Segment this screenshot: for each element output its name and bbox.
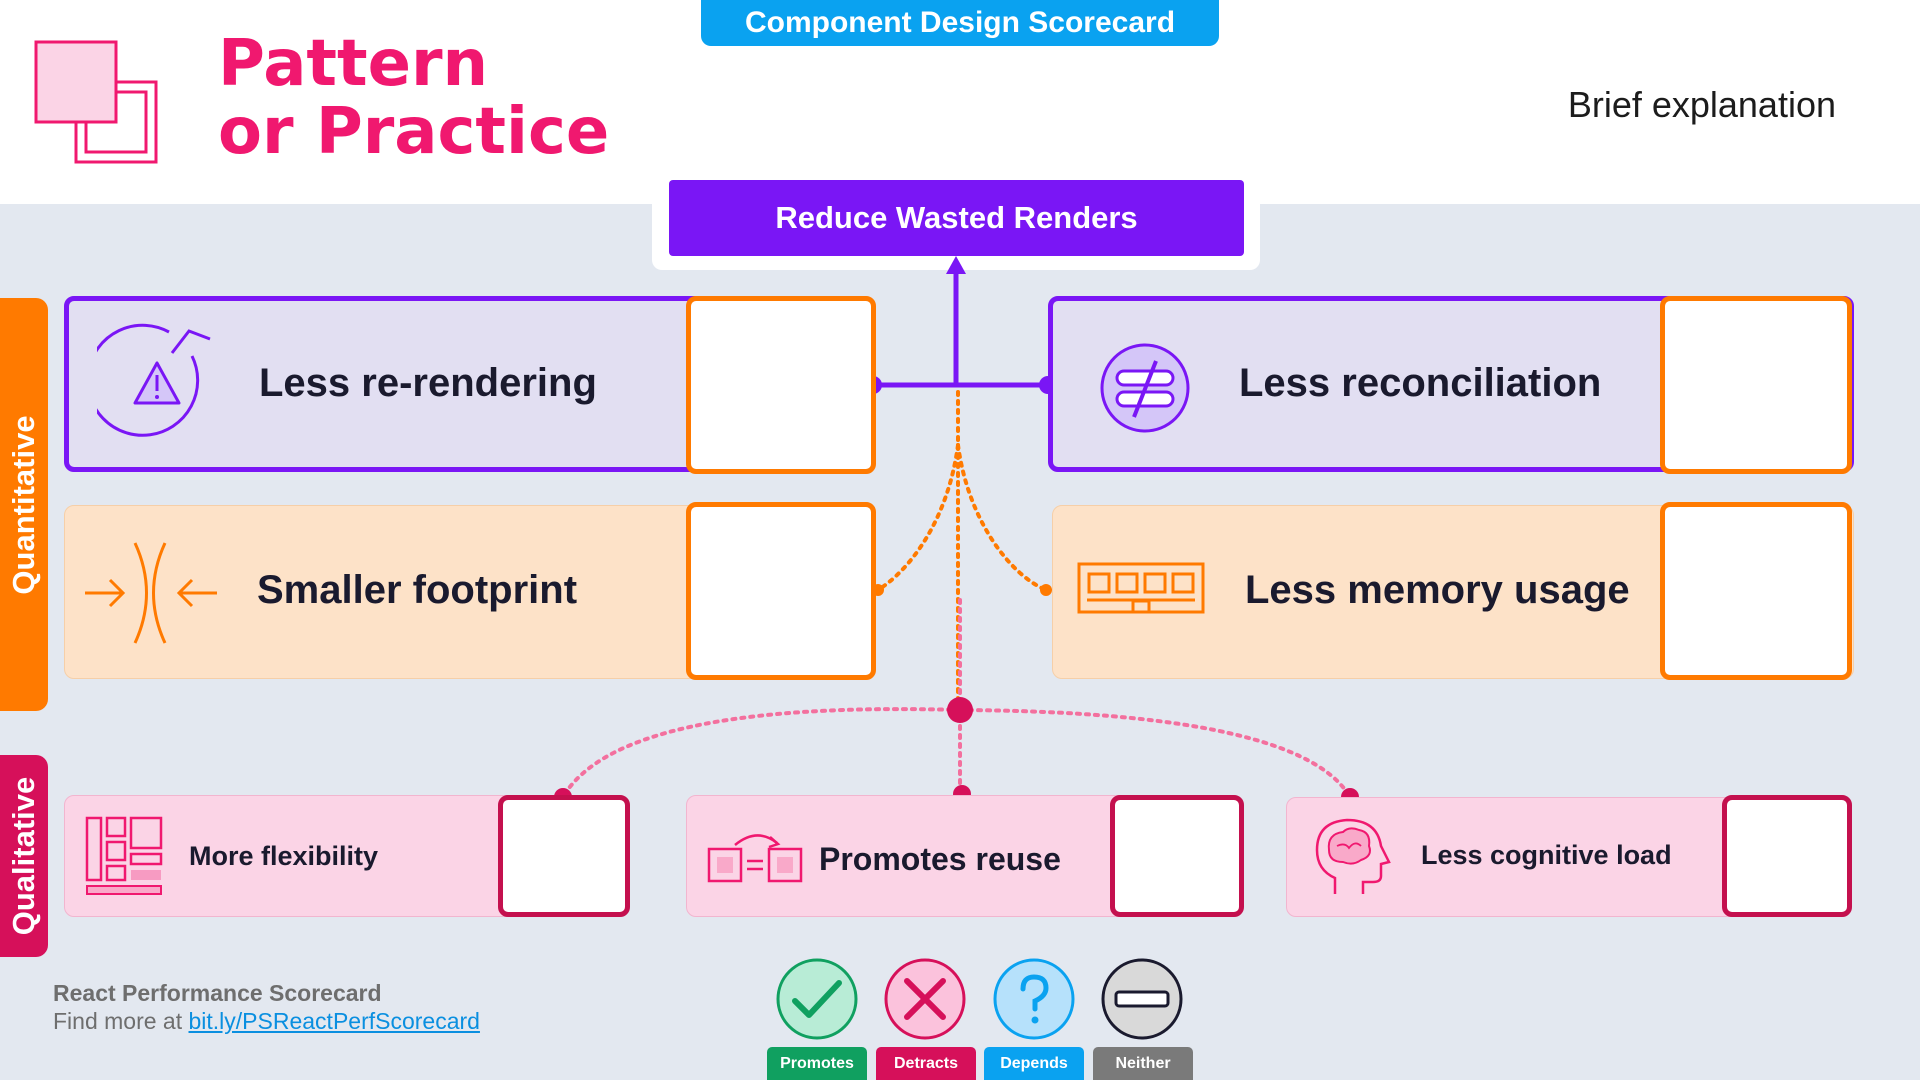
less-reconciliation-label: Less reconciliation (1239, 361, 1602, 405)
question-mark-icon[interactable] (992, 957, 1076, 1041)
qualitative-tab: Qualitative (0, 755, 48, 957)
promotes-reuse-score-box[interactable] (1110, 795, 1244, 917)
x-cross-icon[interactable] (883, 957, 967, 1041)
brain-head-icon (1315, 818, 1391, 894)
reuse-component-icon (707, 834, 803, 883)
less-rerendering-score-box[interactable] (686, 296, 876, 474)
scorecard-tag: Component Design Scorecard (701, 0, 1219, 46)
less-cognitive-score-box[interactable] (1722, 795, 1852, 917)
brief-explanation[interactable]: Brief explanation (1567, 84, 1836, 125)
less-reconciliation-score-box[interactable] (1660, 296, 1852, 474)
layout-grid-icon (85, 816, 163, 895)
promotes-reuse-label: Promotes reuse (819, 841, 1061, 877)
smaller-footprint-score-box[interactable] (686, 502, 876, 680)
more-flexibility-score-box[interactable] (498, 795, 630, 917)
less-rerendering-label: Less re-rendering (259, 361, 597, 405)
minus-icon[interactable] (1100, 957, 1184, 1041)
less-cognitive-label: Less cognitive load (1421, 840, 1672, 870)
overlap-squares-logo-icon (34, 40, 158, 164)
more-flexibility-label: More flexibility (189, 841, 379, 871)
more-flexibility-card: More flexibility (64, 795, 570, 917)
quantitative-tab: Quantitative (0, 298, 48, 711)
page-title: Pattern or Practice (218, 30, 609, 166)
footer-link-line: Find more at bit.ly/PSReactPerfScorecard (53, 1008, 480, 1035)
less-memory-label: Less memory usage (1245, 568, 1630, 612)
title-line-2: or Practice (218, 95, 610, 169)
scorecard-link[interactable]: bit.ly/PSReactPerfScorecard (188, 1008, 480, 1034)
smaller-footprint-label: Smaller footprint (257, 568, 578, 612)
legend-depends: Depends (984, 1047, 1084, 1080)
goal-banner: Reduce Wasted Renders (669, 180, 1244, 256)
title-line-1: Pattern (218, 27, 489, 101)
legend-neither: Neither (1093, 1047, 1193, 1080)
footer-link-prefix: Find more at (53, 1008, 183, 1034)
checkmark-icon[interactable] (775, 957, 859, 1041)
not-equal-icon (1100, 343, 1190, 433)
refresh-warning-icon (97, 323, 211, 437)
less-memory-score-box[interactable] (1660, 502, 1852, 680)
legend-detracts: Detracts (876, 1047, 976, 1080)
footer-title: React Performance Scorecard (53, 980, 382, 1006)
compress-arrows-icon (85, 542, 217, 644)
legend-promotes: Promotes (767, 1047, 867, 1080)
memory-chip-icon (1077, 562, 1205, 614)
